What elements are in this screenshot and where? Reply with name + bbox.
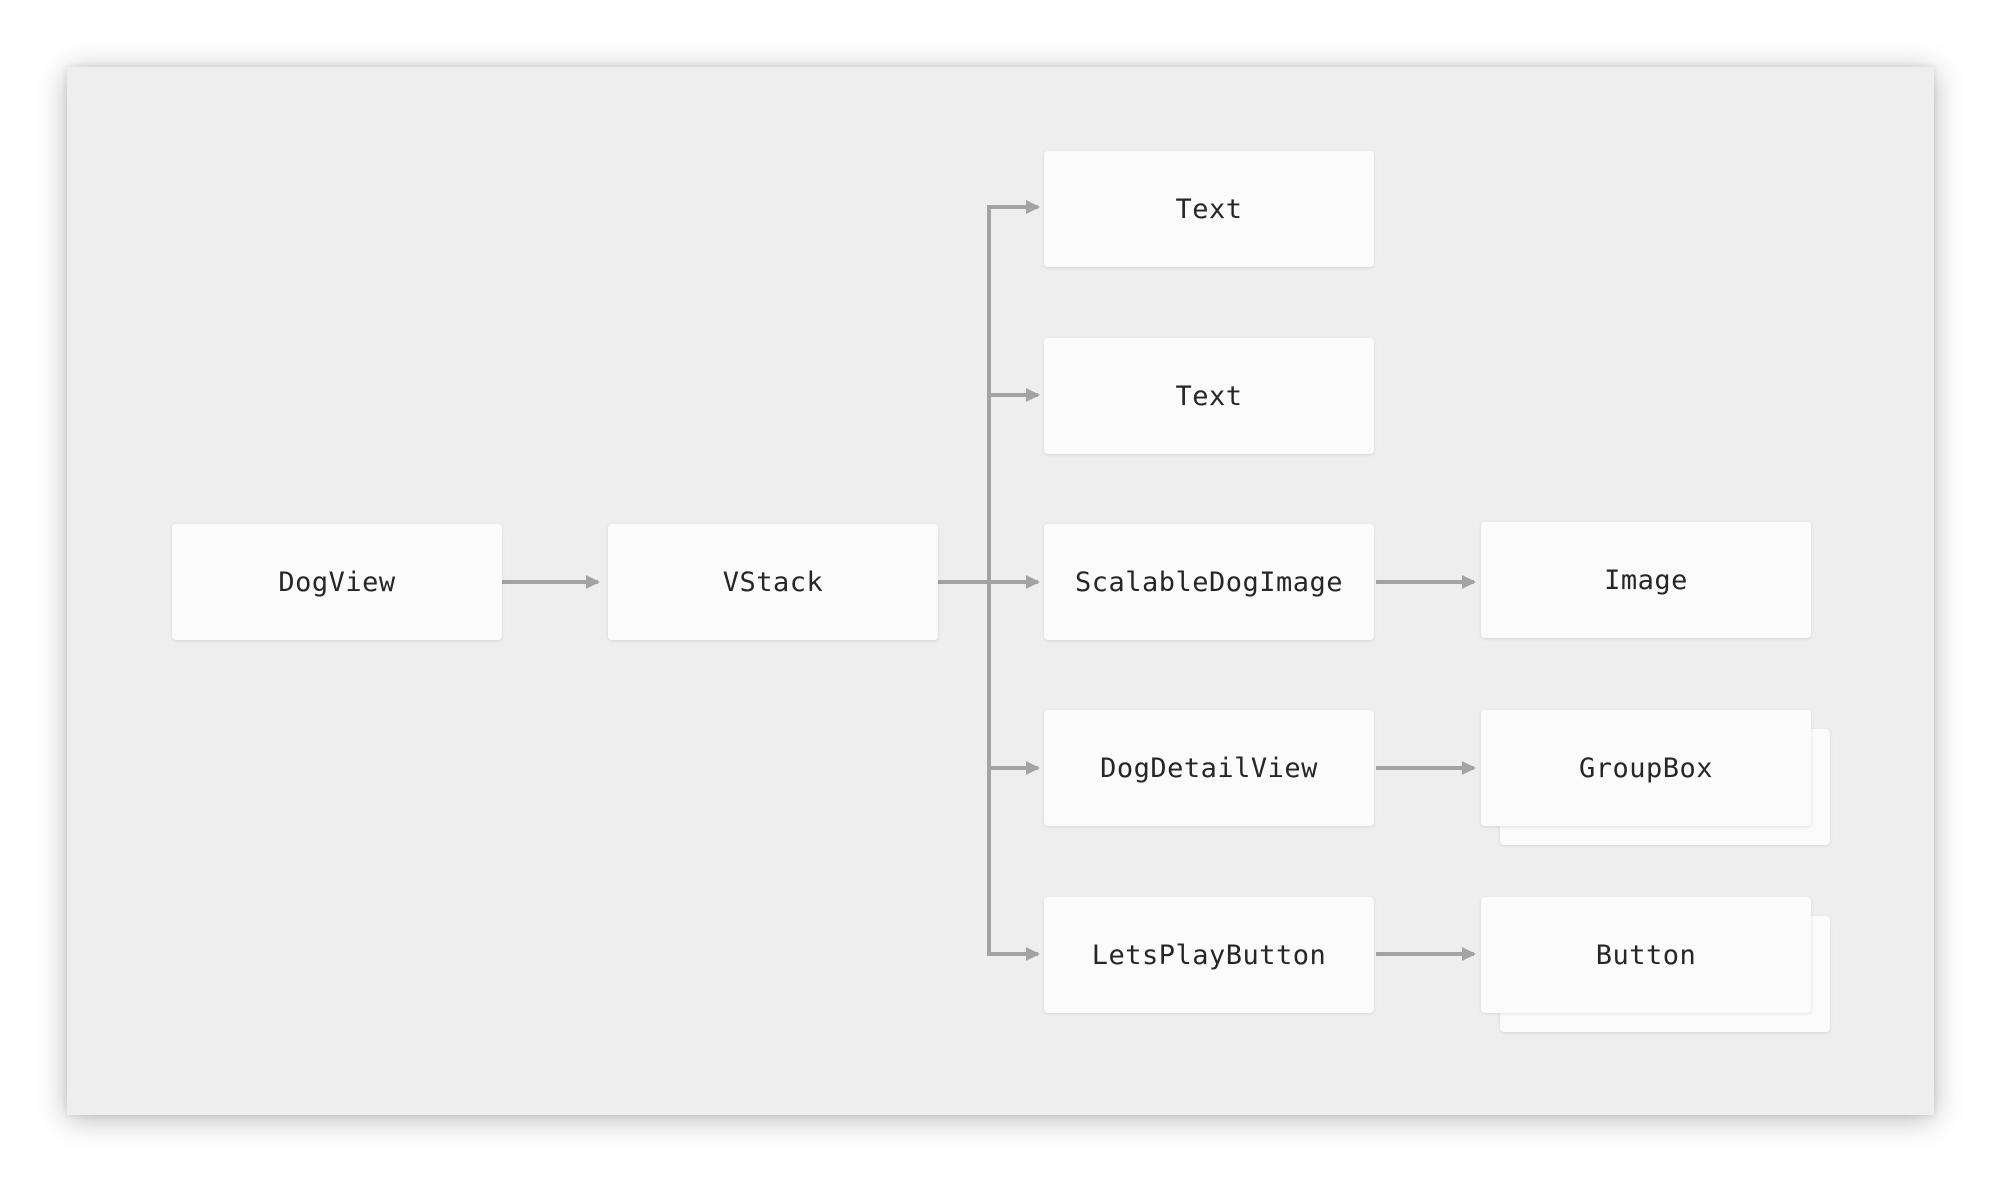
node-vstack: VStack [608,524,938,640]
node-scalable-dog-image: ScalableDogImage [1044,524,1374,640]
node-label: Text [1175,380,1243,412]
node-image: Image [1481,522,1811,638]
node-lets-play-button: LetsPlayButton [1044,897,1374,1013]
node-label: VStack [722,566,824,598]
node-text-1: Text [1044,151,1374,267]
node-label: GroupBox [1578,752,1714,784]
node-label: Text [1175,193,1243,225]
node-text-2: Text [1044,338,1374,454]
node-label: ScalableDogImage [1074,566,1344,598]
node-label: Button [1595,939,1697,971]
node-label: DogView [278,566,396,598]
node-label: LetsPlayButton [1091,939,1327,971]
node-group-box: GroupBox [1481,710,1811,826]
node-dog-detail-view: DogDetailView [1044,710,1374,826]
node-button: Button [1481,897,1811,1013]
node-label: Image [1604,564,1688,596]
node-label: DogDetailView [1100,752,1318,784]
node-dog-view: DogView [172,524,502,640]
